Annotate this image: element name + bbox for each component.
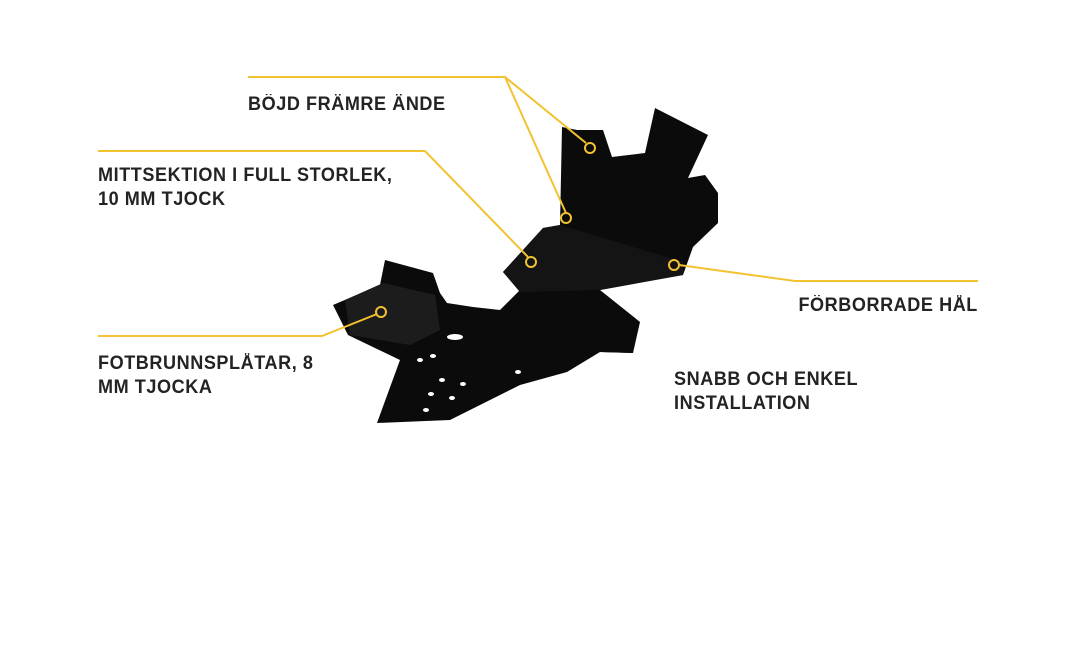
callout-bent-front: BÖJD FRÄMRE ÄNDE — [248, 93, 446, 117]
skid-plate-image — [333, 108, 718, 423]
marker-dot — [525, 256, 537, 268]
callout-footwell: FOTBRUNNSPLÅTAR, 8 MM TJOCKA — [98, 352, 314, 400]
marker-dot — [668, 259, 680, 271]
callout-mid-section: MITTSEKTION I FULL STORLEK, 10 MM TJOCK — [98, 164, 393, 212]
hole-markers — [417, 334, 521, 412]
callout-text: INSTALLATION — [674, 393, 811, 414]
callout-text: FÖRBORRADE HÅL — [798, 295, 978, 316]
callout-text: MM TJOCKA — [98, 377, 213, 398]
marker-dot — [560, 212, 572, 224]
marker-dot — [375, 306, 387, 318]
callout-predrilled: FÖRBORRADE HÅL — [799, 294, 978, 318]
leader-predrilled — [678, 264, 978, 282]
callout-text: FOTBRUNNSPLÅTAR, 8 — [98, 353, 314, 374]
callout-text: SNABB OCH ENKEL — [674, 369, 859, 390]
leader-bent-front-2 — [504, 76, 567, 214]
leader-mid-section — [98, 150, 529, 258]
leader-footwell — [98, 313, 378, 337]
leader-lines — [98, 76, 978, 337]
callout-text: MITTSEKTION I FULL STORLEK, — [98, 165, 393, 186]
callout-text: BÖJD FRÄMRE ÄNDE — [248, 94, 446, 115]
callout-text: 10 MM TJOCK — [98, 189, 226, 210]
callout-install: SNABB OCH ENKEL INSTALLATION — [674, 368, 858, 416]
marker-dot — [584, 142, 596, 154]
